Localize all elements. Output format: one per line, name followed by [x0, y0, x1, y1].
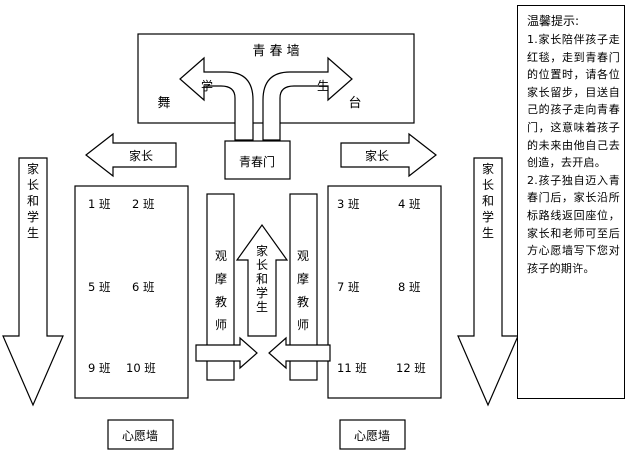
wish-wall-left-label: 心愿墙 — [122, 429, 158, 443]
student-arrow-right-label: 生 — [317, 79, 329, 93]
stage-left-char: 舞 — [157, 96, 170, 111]
youth-gate-box — [224, 140, 291, 180]
class-label: 9 班 — [88, 361, 111, 375]
tips-title: 温馨提示: — [527, 14, 580, 28]
tips-item-2: 2.孩子独自迈入青春门后，家长沿所标路线返回座位，家长和老师可至后方心愿墙写下您… — [527, 173, 620, 275]
wish-wall-right — [339, 419, 406, 450]
youth-gate-label: 青春门 — [239, 154, 275, 169]
class-label: 10 班 — [126, 361, 156, 375]
class-label: 4 班 — [398, 197, 421, 211]
left-class-labels: 1 班 2 班 5 班 6 班 9 班 10 班 — [88, 197, 156, 375]
student-arrow-left-label: 学 — [201, 78, 213, 93]
stage-right-char: 台 — [348, 96, 361, 111]
parent-arrow-left — [85, 132, 177, 178]
class-label: 3 班 — [337, 197, 360, 211]
parent-student-arrow-center-label: 家长和学生 — [256, 243, 268, 314]
class-label: 7 班 — [337, 280, 360, 294]
class-label: 6 班 — [132, 280, 155, 294]
parent-arrow-right-label: 家长 — [365, 148, 389, 163]
tips-item-1: 1.家长陪伴孩子走红毯，走到青春门的位置时，请各位家长留步，目送自己的孩子走向青… — [527, 33, 620, 170]
return-arrow-left — [195, 336, 258, 370]
parent-student-arrow-right — [457, 157, 519, 407]
class-label: 5 班 — [88, 280, 111, 294]
parent-student-arrow-right-label: 家长和学生 — [482, 161, 494, 240]
wish-wall-right-label: 心愿墙 — [354, 429, 390, 443]
left-class-block — [74, 185, 189, 399]
student-curved-arrow-left — [179, 56, 254, 141]
student-curved-arrow-right — [262, 56, 353, 141]
parent-arrow-left-label: 家长 — [129, 148, 153, 163]
observer-left-label: 观摩教师 — [215, 249, 227, 332]
class-label: 2 班 — [132, 197, 155, 211]
return-arrow-right — [268, 336, 331, 370]
parent-student-arrow-left-label: 家长和学生 — [27, 161, 39, 240]
right-class-labels: 3 班 4 班 7 班 8 班 11 班 12 班 — [337, 197, 426, 375]
class-label: 12 班 — [396, 361, 426, 375]
tips-panel: 温馨提示: 1.家长陪伴孩子走红毯，走到青春门的位置时，请各位家长留步，目送自己… — [517, 5, 625, 399]
youth-wall-title: 青 春 墙 — [252, 44, 299, 59]
right-class-block — [327, 185, 442, 399]
observer-right-label: 观摩教师 — [297, 249, 309, 332]
class-label: 8 班 — [398, 280, 421, 294]
parent-student-arrow-center — [235, 223, 289, 337]
parent-arrow-right — [340, 132, 437, 178]
wish-wall-left — [107, 419, 174, 450]
class-label: 1 班 — [88, 197, 111, 211]
parent-student-arrow-left — [2, 157, 64, 407]
class-label: 11 班 — [337, 361, 367, 375]
